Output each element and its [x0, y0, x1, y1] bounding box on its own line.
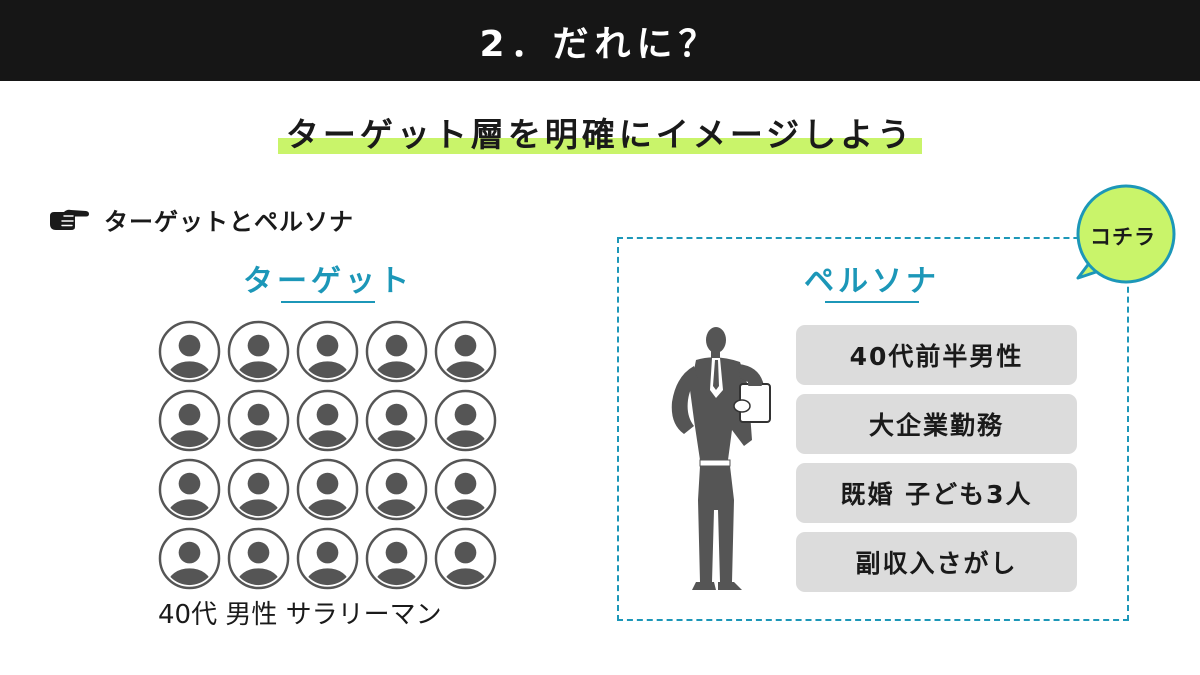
persona-attribute: 大企業勤務: [796, 394, 1077, 454]
persona-heading: ペルソナ: [804, 264, 940, 299]
target-heading-underline: [281, 301, 375, 303]
section-label-row: ターゲットとペルソナ: [48, 202, 354, 237]
header-bar: 2．だれに？: [0, 0, 1200, 81]
section-label: ターゲットとペルソナ: [104, 208, 354, 236]
pointing-hand-icon: [50, 209, 89, 230]
persona-attribute: 副収入さがし: [796, 532, 1077, 592]
persona-attribute: 40代前半男性: [796, 325, 1077, 385]
person-avatar-icon: [158, 389, 221, 452]
person-avatar-icon: [296, 527, 359, 590]
person-avatar-icon: [158, 458, 221, 521]
subtitle-text: ターゲット層を明確にイメージしよう: [285, 115, 915, 154]
person-avatar-icon: [227, 527, 290, 590]
person-avatar-icon: [365, 458, 428, 521]
person-avatar-icon: [296, 389, 359, 452]
speech-bubble-icon: [1076, 184, 1176, 284]
persona-heading-underline: [825, 301, 919, 303]
persona-attribute-list: 40代前半男性 大企業勤務 既婚 子ども3人 副収入さがし: [796, 325, 1077, 592]
person-avatar-icon: [434, 389, 497, 452]
subtitle-wrap: ターゲット層を明確にイメージしよう: [0, 108, 1200, 156]
person-avatar-icon: [158, 320, 221, 383]
person-avatar-icon: [365, 389, 428, 452]
persona-attribute: 既婚 子ども3人: [796, 463, 1077, 523]
person-avatar-icon: [434, 527, 497, 590]
businessman-illustration-icon: [671, 327, 771, 590]
target-heading: ターゲット: [243, 264, 413, 299]
slide-title: 2．だれに？: [479, 23, 721, 65]
slide-subtitle: ターゲット層を明確にイメージしよう: [277, 108, 923, 156]
person-avatar-icon: [296, 320, 359, 383]
persona-box: [617, 237, 1129, 621]
person-avatar-icon: [365, 527, 428, 590]
person-avatar-icon: [227, 320, 290, 383]
persona-badge-label: コチラ: [1090, 225, 1156, 249]
person-avatar-icon: [227, 389, 290, 452]
person-avatar-icon: [296, 458, 359, 521]
target-caption: 40代 男性 サラリーマン: [158, 600, 442, 630]
person-avatar-icon: [365, 320, 428, 383]
person-avatar-icon: [158, 527, 221, 590]
person-avatar-icon: [434, 320, 497, 383]
target-avatar-grid: [158, 320, 497, 590]
person-avatar-icon: [227, 458, 290, 521]
person-avatar-icon: [434, 458, 497, 521]
